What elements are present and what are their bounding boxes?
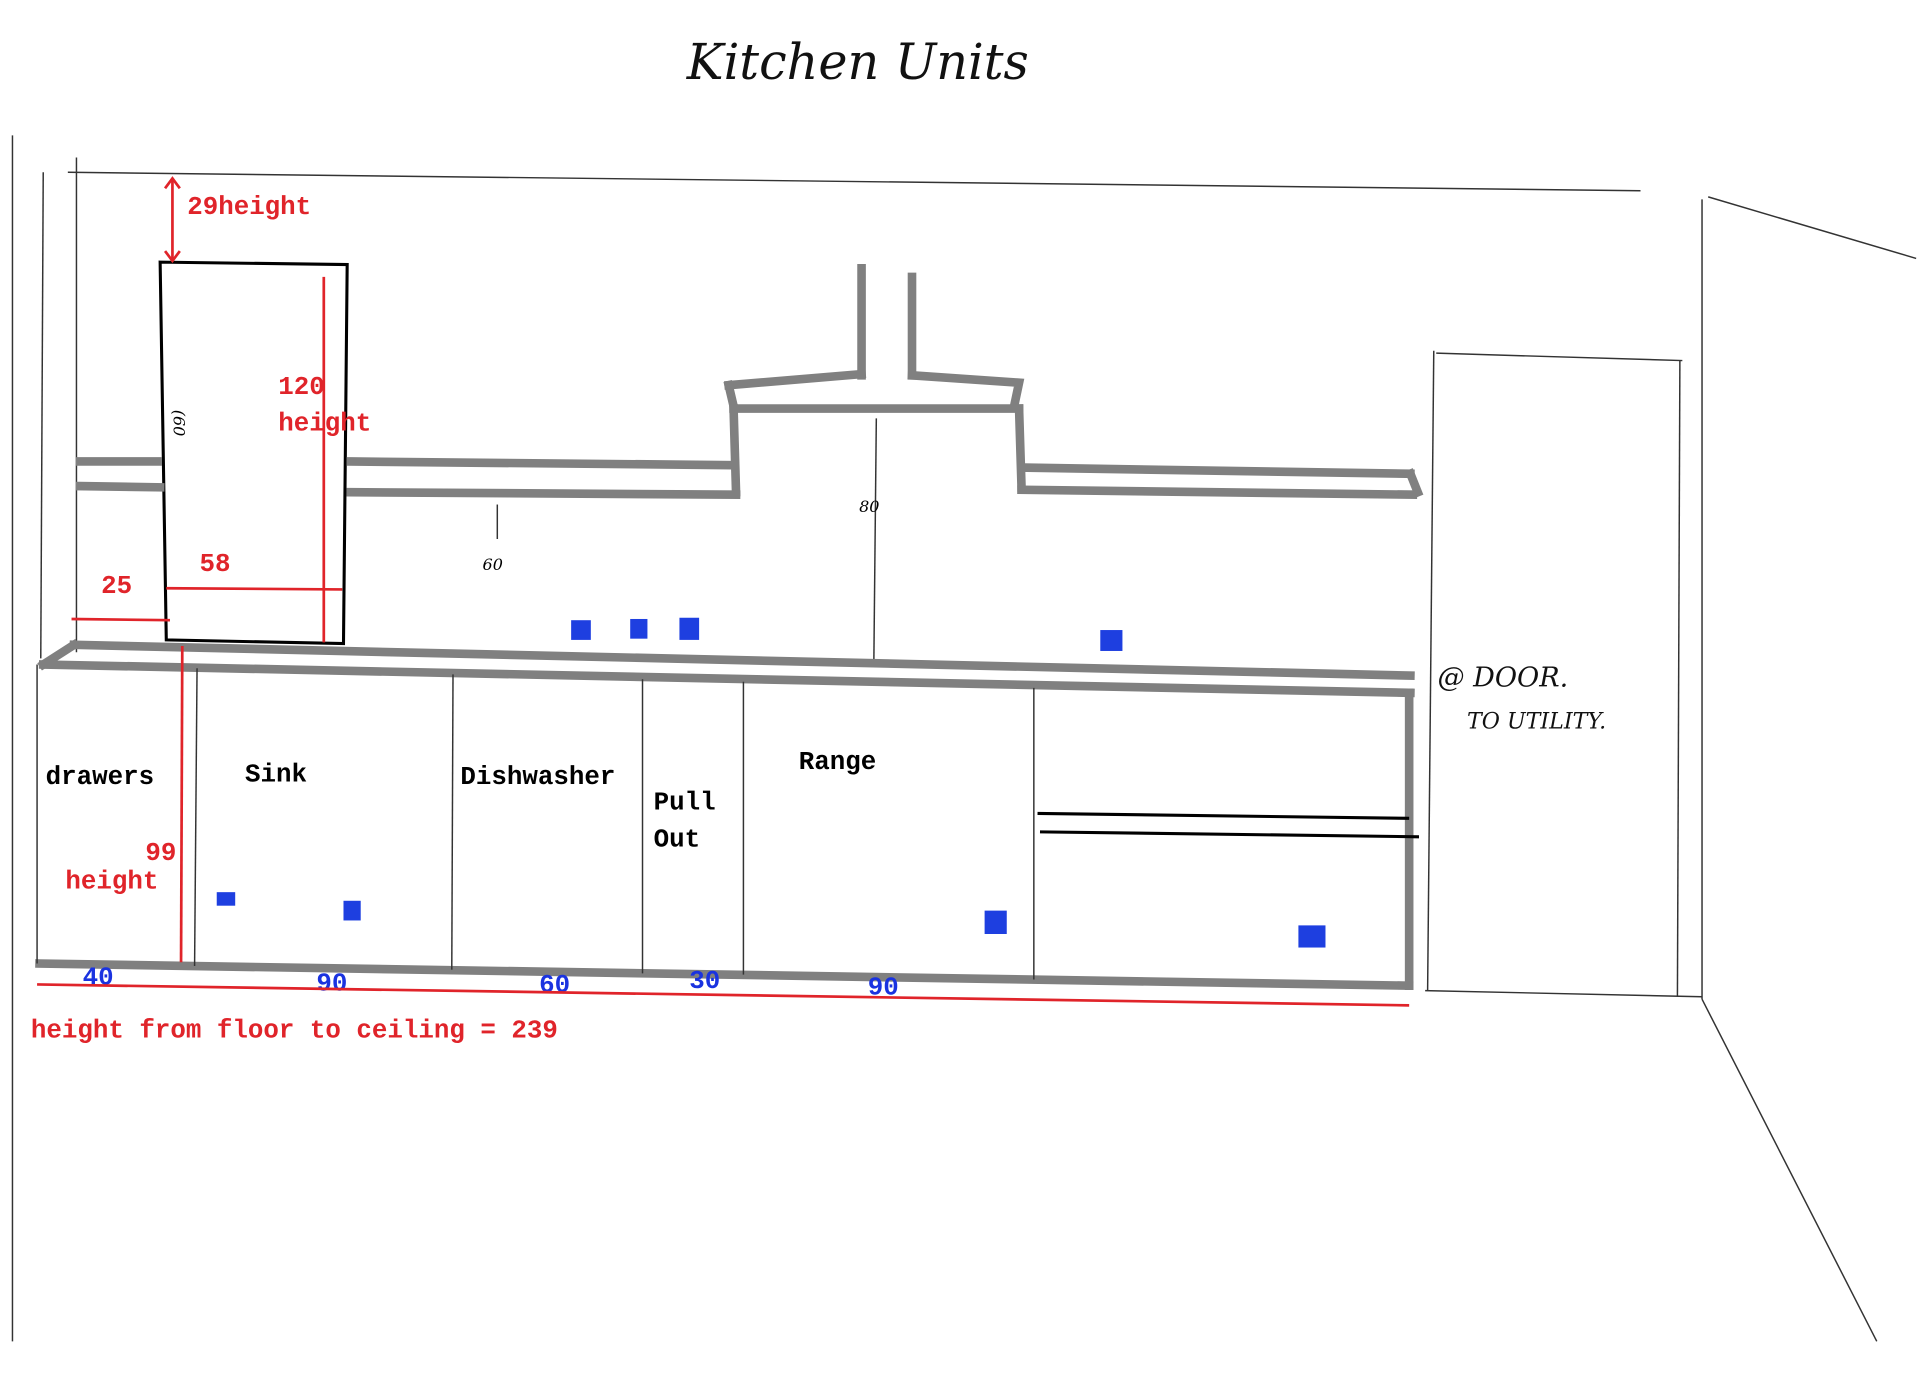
width-pullout: 30 bbox=[689, 966, 720, 996]
left-wall-note: 60 bbox=[483, 555, 503, 574]
base-height-word: height bbox=[65, 866, 158, 896]
socket-2 bbox=[630, 618, 648, 639]
unit-label-pull: Pull bbox=[654, 788, 716, 818]
unit-label-dishwasher: Dishwasher bbox=[460, 762, 615, 792]
top-gap-label: 29height bbox=[187, 192, 311, 222]
unit-label-drawers: drawers bbox=[46, 762, 154, 792]
socket-4 bbox=[1100, 630, 1123, 651]
socket-6 bbox=[343, 900, 361, 921]
socket-5 bbox=[216, 892, 236, 906]
socket-8 bbox=[1298, 925, 1326, 948]
door-note-line2: TO UTILITY. bbox=[1467, 708, 1606, 734]
shelves-and-hood: 80 60 bbox=[75, 263, 1424, 661]
upper-offset-label: 25 bbox=[101, 571, 132, 601]
utility-door: @ DOOR. TO UTILITY. bbox=[1425, 350, 1703, 998]
drawing-title: Kitchen Units bbox=[686, 33, 1029, 91]
unit-label-out: Out bbox=[654, 825, 701, 855]
upper-height-value: 120 bbox=[278, 372, 325, 402]
base-height-value: 99 bbox=[145, 838, 176, 868]
ceiling-height-note: height from floor to ceiling = 239 bbox=[31, 1015, 558, 1045]
unit-label-range: Range bbox=[799, 747, 877, 777]
upper-height-word: height bbox=[278, 409, 371, 439]
socket-3 bbox=[679, 617, 700, 640]
upper-cabinet: 29height 120 height 58 25 (60 bbox=[71, 176, 371, 646]
base-units: drawers Sink Dishwasher Pull Out Range 9… bbox=[31, 638, 1420, 1045]
socket-7 bbox=[984, 910, 1007, 934]
unit-label-sink: Sink bbox=[245, 759, 307, 789]
hood-height-note: 80 bbox=[859, 497, 879, 516]
door-note-line1: @ DOOR. bbox=[1437, 663, 1568, 694]
upper-side-note: (60 bbox=[170, 410, 189, 437]
socket-1 bbox=[571, 620, 591, 640]
width-sink: 90 bbox=[316, 969, 347, 999]
upper-width-label: 58 bbox=[200, 549, 231, 579]
sockets bbox=[216, 617, 1326, 948]
width-drawers: 40 bbox=[83, 962, 114, 992]
width-dishwasher: 60 bbox=[539, 970, 570, 1000]
room-outline bbox=[11, 135, 1917, 1342]
